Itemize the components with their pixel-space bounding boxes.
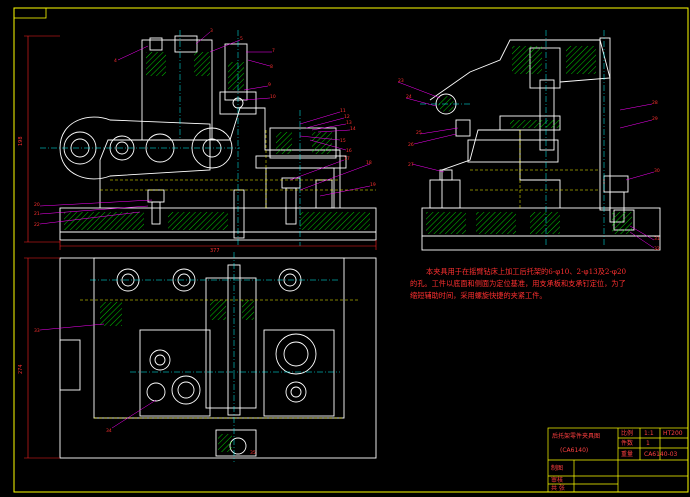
scale-value: 1:1 [644, 430, 654, 437]
note-line-3: 缩短辅助时间，采用螺旋快捷的夹紧工件。 [410, 291, 547, 300]
material: HT200 [663, 430, 683, 437]
drawing-border [13, 7, 689, 493]
front-view-hatch [64, 52, 370, 230]
quantity-label: 件数 [621, 439, 633, 447]
part-number: 12 [344, 114, 350, 120]
part-number: 21 [34, 211, 40, 217]
part-number: 14 [350, 126, 356, 132]
part-number: 29 [652, 116, 658, 122]
part-number: 24 [406, 94, 412, 100]
part-number: 4 [114, 58, 117, 64]
part-number: 34 [106, 428, 112, 434]
part-number: 9 [268, 82, 271, 88]
part-number: 22 [34, 222, 40, 228]
part-number: 16 [346, 148, 352, 154]
front-dimensions [24, 35, 377, 250]
side-leaders [397, 81, 655, 249]
part-number: 31 [654, 236, 660, 242]
quantity-value: 1 [646, 440, 650, 447]
top-part-numbers: 33 34 35 [34, 328, 256, 456]
part-number: 25 [416, 130, 422, 136]
side-view [421, 37, 661, 251]
side-view-hidden [470, 130, 600, 208]
checker-label: 审核 [551, 476, 563, 484]
corner-tab [13, 7, 47, 19]
scale-label: 比例 [621, 429, 633, 437]
note-line-1: 本夹具用于在摇臂钻床上加工后托架的6-φ10、2-φ13及2-φ20 [426, 267, 627, 276]
top-dimensions [24, 257, 60, 459]
top-view-hatch [100, 300, 254, 452]
title-block [547, 427, 689, 493]
part-number: 5 [240, 36, 243, 42]
front-view-hidden [100, 130, 376, 208]
part-number: 28 [652, 100, 658, 106]
note-line-2: 的孔。工件以底面和侧面为定位基准，用支承板和支承钉定位，为了 [410, 279, 626, 288]
sheet-label: 共 张 [551, 484, 565, 492]
part-number: 32 [654, 246, 660, 252]
part-number: 35 [250, 450, 256, 456]
part-number: 27 [408, 162, 414, 168]
designer-label: 制图 [551, 464, 563, 472]
front-height-dim: 198 [18, 136, 24, 146]
part-number: 17 [344, 156, 350, 162]
part-number: 18 [366, 160, 372, 166]
side-view-hatch [426, 46, 632, 234]
top-leaders [39, 323, 157, 429]
part-number: 13 [346, 120, 352, 126]
title-name-1: 后托架零件夹具图 [552, 432, 600, 440]
part-number: 3 [210, 28, 213, 34]
part-number: 23 [398, 78, 404, 84]
side-part-numbers: 23 24 25 26 27 28 29 30 31 32 [398, 78, 660, 252]
part-number: 15 [340, 138, 346, 144]
part-number: 26 [408, 142, 414, 148]
part-number: 33 [34, 328, 40, 334]
technical-note: 本夹具用于在摇臂钻床上加工后托架的6-φ10、2-φ13及2-φ20 的孔。工件… [410, 267, 627, 300]
title-name-2: (CA6140) [560, 447, 588, 454]
top-view-centerlines [90, 252, 340, 462]
front-part-numbers: 4 3 5 7 8 9 10 11 12 13 14 15 16 17 18 1… [34, 28, 376, 228]
drawing-number: CA6140-03 [644, 451, 678, 458]
top-view [59, 257, 377, 459]
top-view-hidden [80, 299, 360, 419]
front-leaders [39, 31, 371, 225]
title-block-text: 后托架零件夹具图 (CA6140) 比例 1:1 HT200 件数 1 重量 C… [551, 429, 683, 492]
front-width-dim: 377 [210, 248, 220, 254]
part-number: 30 [654, 168, 660, 174]
part-number: 20 [34, 202, 40, 208]
top-height-dim: 274 [18, 364, 24, 374]
part-number: 7 [272, 48, 275, 54]
weight-label: 重量 [621, 450, 633, 458]
part-number: 11 [340, 108, 346, 114]
front-view-centerlines [40, 30, 301, 246]
part-number: 8 [270, 64, 273, 70]
part-number: 10 [270, 94, 276, 100]
part-number: 19 [370, 182, 376, 188]
